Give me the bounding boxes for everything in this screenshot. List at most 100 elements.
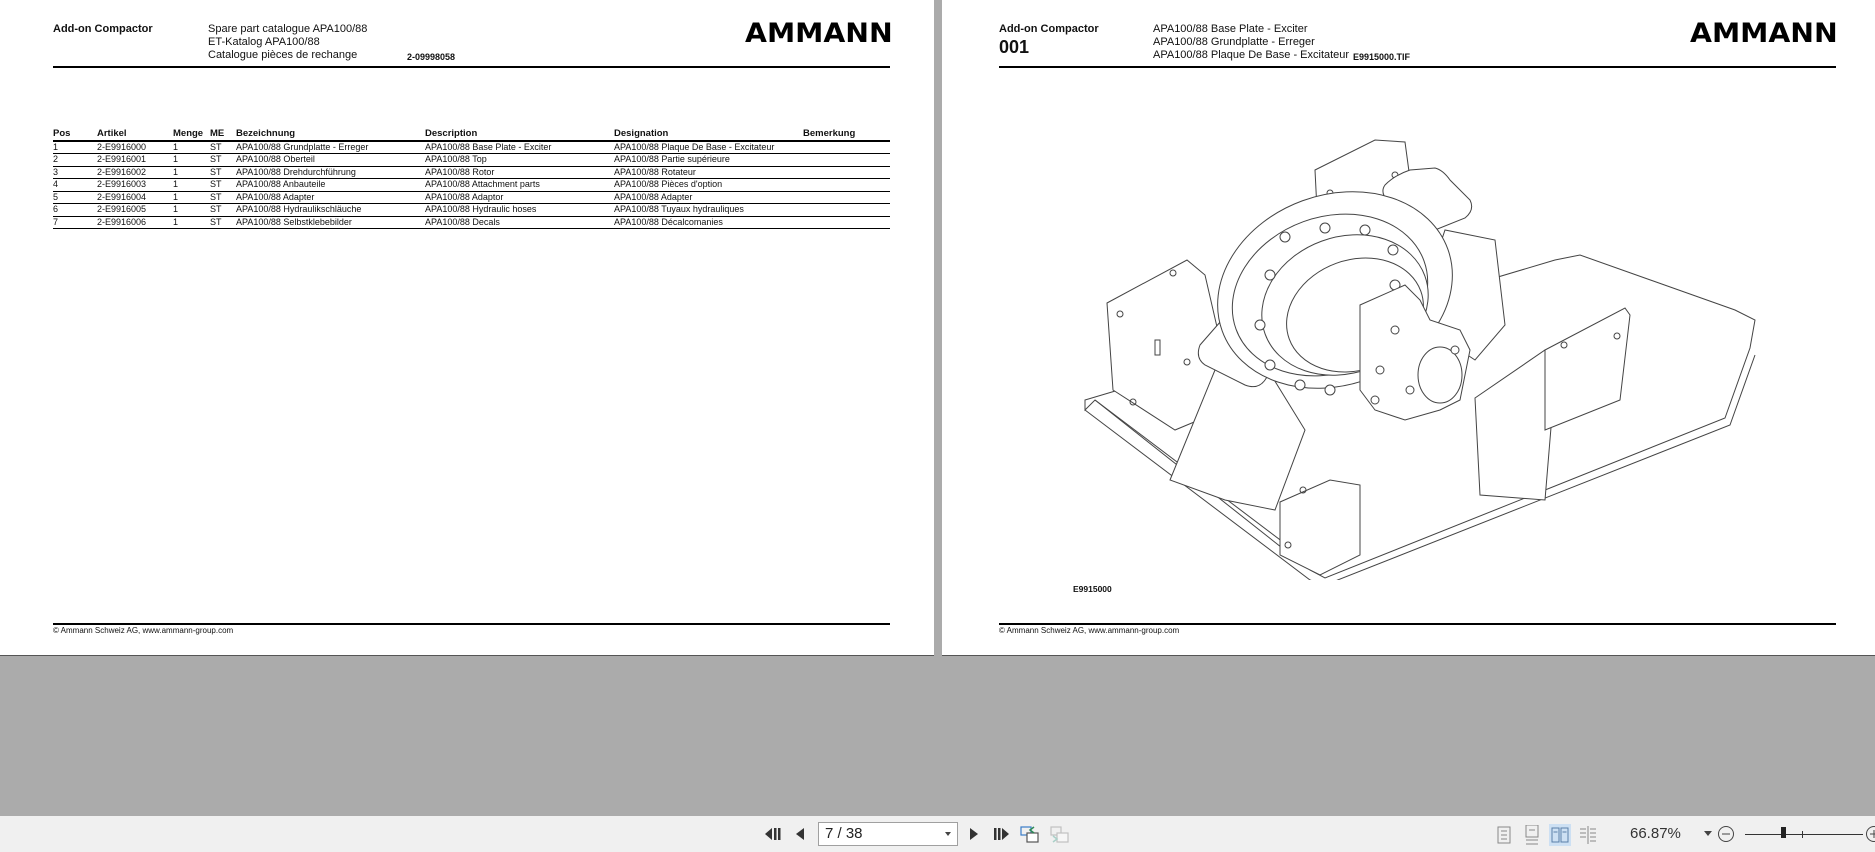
cell-pos: 4 [53, 178, 97, 192]
previous-page-icon [796, 828, 804, 840]
col-bemerkung: Bemerkung [803, 128, 890, 142]
cell-bezeichnung: APA100/88 Oberteil [236, 153, 425, 167]
cell-menge: 1 [173, 141, 210, 154]
two-page-view-button[interactable] [1549, 824, 1571, 846]
table-row: 5 2-E9916004 1 ST APA100/88 Adapter APA1… [53, 191, 890, 204]
cell-bemerkung [803, 166, 890, 179]
product-label: Add-on Compactor [999, 23, 1099, 35]
table-header-row: Pos Artikel Menge ME Bezeichnung Descrip… [53, 128, 890, 142]
cell-pos: 6 [53, 203, 97, 217]
cell-description: APA100/88 Hydraulic hoses [425, 203, 614, 217]
cell-bemerkung [803, 141, 890, 154]
cell-menge: 1 [173, 166, 210, 179]
cell-designation: APA100/88 Décalcomanies [614, 216, 803, 229]
zoom-dropdown-button[interactable] [1702, 824, 1714, 844]
col-designation: Designation [614, 128, 803, 142]
cell-artikel: 2-E9916004 [97, 191, 173, 204]
cell-bezeichnung: APA100/88 Drehdurchführung [236, 166, 425, 179]
table-row: 7 2-E9916006 1 ST APA100/88 Selbstklebeb… [53, 216, 890, 229]
ammann-logo: AMMANN [1690, 18, 1838, 49]
cell-me: ST [210, 141, 236, 154]
cell-designation: APA100/88 Pièces d'option [614, 178, 803, 192]
cell-bezeichnung: APA100/88 Selbstklebebilder [236, 216, 425, 229]
cell-me: ST [210, 178, 236, 192]
previous-page-button[interactable] [790, 824, 810, 844]
cell-designation: APA100/88 Partie supérieure [614, 153, 803, 167]
cell-menge: 1 [173, 178, 210, 192]
cell-artikel: 2-E9916001 [97, 153, 173, 167]
ammann-logo: AMMANN [745, 18, 893, 49]
two-page-continuous-view-button[interactable] [1577, 824, 1599, 846]
next-view-button[interactable] [1050, 824, 1070, 844]
page-left: Add-on Compactor Spare part catalogue AP… [0, 0, 934, 656]
group-number: 001 [999, 37, 1030, 57]
cell-menge: 1 [173, 191, 210, 204]
cell-bemerkung [803, 203, 890, 217]
header-rule [999, 66, 1836, 68]
zoom-out-button[interactable] [1716, 824, 1736, 844]
col-me: ME [210, 128, 236, 142]
table-row: 3 2-E9916002 1 ST APA100/88 Drehdurchfüh… [53, 166, 890, 179]
page-indicator: 7 / 38 [825, 825, 863, 842]
cell-pos: 5 [53, 191, 97, 204]
group-title-fr: APA100/88 Plaque De Base - Excitateur [1153, 49, 1350, 61]
group-title-en: APA100/88 Base Plate - Exciter [1153, 23, 1308, 35]
cell-bezeichnung: APA100/88 Grundplatte - Erreger [236, 141, 425, 154]
single-page-view-button[interactable] [1493, 824, 1515, 846]
header-rule [53, 66, 890, 68]
cell-pos: 7 [53, 216, 97, 229]
catalogue-title-en: Spare part catalogue APA100/88 [208, 23, 368, 35]
figure-code: E9915000 [1073, 584, 1112, 594]
cell-description: APA100/88 Base Plate - Exciter [425, 141, 614, 154]
cell-menge: 1 [173, 216, 210, 229]
table-row: 4 2-E9916003 1 ST APA100/88 Anbauteile A… [53, 178, 890, 192]
cell-description: APA100/88 Decals [425, 216, 614, 229]
catalogue-title-de: ET-Katalog APA100/88 [208, 36, 320, 48]
viewer-toolbar: 7 / 38 66.87% [0, 816, 1875, 852]
next-page-icon [970, 828, 978, 840]
continuous-view-button[interactable] [1521, 824, 1543, 846]
zoom-slider-track[interactable] [1745, 834, 1863, 835]
document-viewport[interactable]: Add-on Compactor Spare part catalogue AP… [0, 0, 1875, 816]
cell-pos: 2 [53, 153, 97, 167]
previous-view-button[interactable] [1020, 824, 1040, 844]
cell-bemerkung [803, 178, 890, 192]
image-file-name: E9915000.TIF [1353, 52, 1411, 62]
copyright-footer: © Ammann Schweiz AG, www.ammann-group.co… [53, 626, 234, 635]
cell-bezeichnung: APA100/88 Anbauteile [236, 178, 425, 192]
zoom-slider-tick [1802, 831, 1803, 838]
col-artikel: Artikel [97, 128, 173, 142]
page-number-input[interactable]: 7 / 38 [818, 822, 958, 846]
first-page-button[interactable] [762, 824, 782, 844]
copyright-footer: © Ammann Schweiz AG, www.ammann-group.co… [999, 626, 1180, 635]
cell-me: ST [210, 191, 236, 204]
cell-bezeichnung: APA100/88 Adapter [236, 191, 425, 204]
last-page-icon [994, 828, 1009, 840]
zoom-in-icon [1866, 826, 1875, 842]
cell-designation: APA100/88 Tuyaux hydrauliques [614, 203, 803, 217]
next-page-button[interactable] [964, 824, 984, 844]
zoom-slider-thumb[interactable] [1781, 827, 1786, 838]
cell-bemerkung [803, 153, 890, 167]
col-pos: Pos [53, 128, 97, 142]
cell-menge: 1 [173, 203, 210, 217]
page-dropdown-icon[interactable] [945, 832, 951, 836]
cell-pos: 3 [53, 166, 97, 179]
two-page-icon [1551, 827, 1569, 843]
cell-designation: APA100/88 Plaque De Base - Excitateur [614, 141, 803, 154]
zoom-level[interactable]: 66.87% [1630, 825, 1681, 842]
single-page-icon [1497, 826, 1511, 844]
product-label: Add-on Compactor [53, 23, 153, 35]
cell-artikel: 2-E9916002 [97, 166, 173, 179]
cell-description: APA100/88 Adaptor [425, 191, 614, 204]
group-title-de: APA100/88 Grundplatte - Erreger [1153, 36, 1315, 48]
catalogue-title-fr: Catalogue pièces de rechange [208, 49, 358, 61]
zoom-in-button[interactable] [1864, 824, 1875, 844]
table-row: 6 2-E9916005 1 ST APA100/88 Hydrauliksch… [53, 203, 890, 217]
last-page-button[interactable] [992, 824, 1012, 844]
cell-me: ST [210, 166, 236, 179]
two-page-continuous-icon [1580, 826, 1596, 844]
cell-me: ST [210, 153, 236, 167]
table-row: 2 2-E9916001 1 ST APA100/88 Oberteil APA… [53, 153, 890, 167]
cell-me: ST [210, 216, 236, 229]
